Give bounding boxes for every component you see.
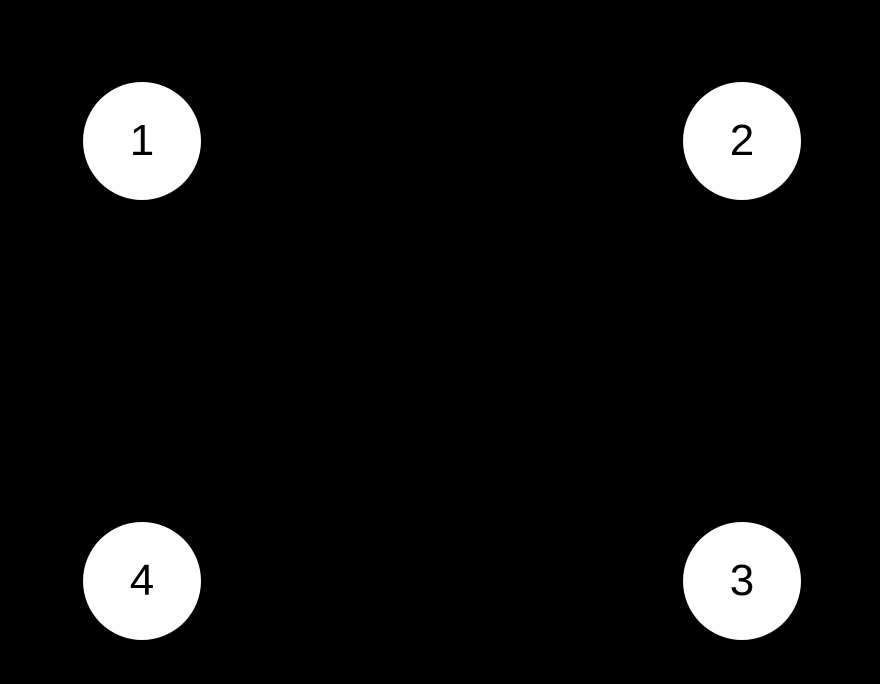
node-label: 2 bbox=[729, 116, 755, 165]
node-label: 4 bbox=[129, 556, 155, 605]
graph-node-4[interactable]: 4 bbox=[83, 522, 201, 640]
node-label: 1 bbox=[129, 116, 155, 165]
graph-node-3[interactable]: 3 bbox=[683, 522, 801, 640]
node-label: 3 bbox=[729, 556, 755, 605]
graph-node-1[interactable]: 1 bbox=[83, 82, 201, 200]
graph-node-2[interactable]: 2 bbox=[683, 82, 801, 200]
